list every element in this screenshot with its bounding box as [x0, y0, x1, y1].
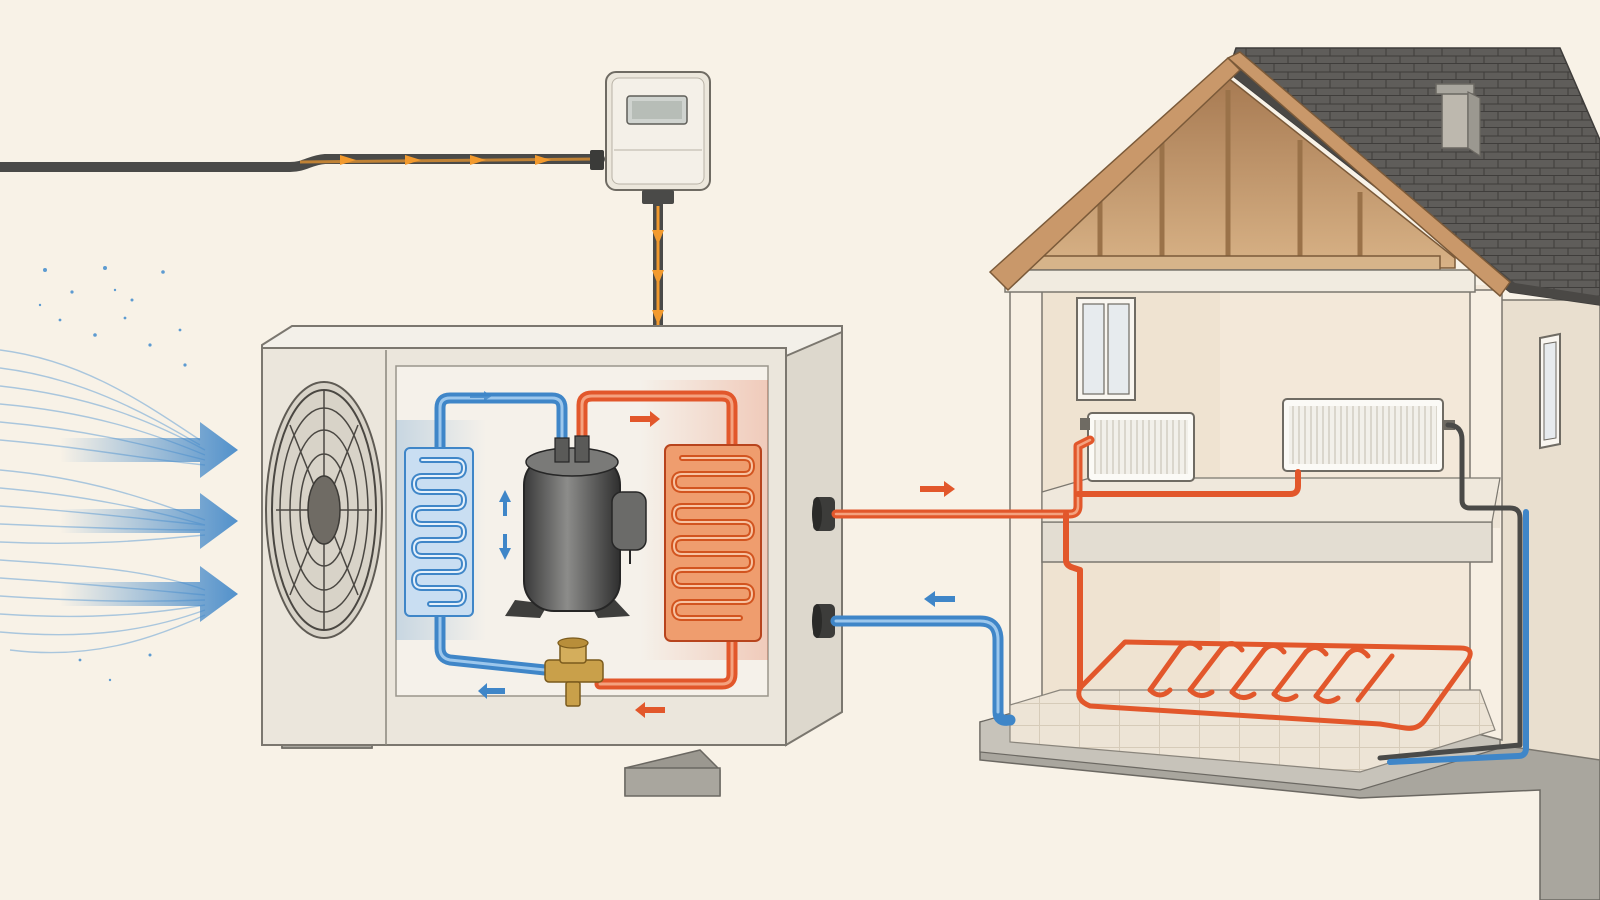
unit-right-side — [785, 330, 843, 747]
expansion-valve-icon — [544, 637, 604, 707]
upper-floor-top — [1041, 477, 1501, 523]
return-pipe-highlight — [834, 619, 1000, 714]
ceiling-edge — [1004, 269, 1476, 293]
airflow-particles — [38, 266, 187, 682]
attic-floor — [1017, 255, 1441, 271]
window-icon — [1076, 297, 1136, 401]
fascia-right — [1226, 51, 1512, 298]
compressor-icon — [505, 435, 647, 618]
fascia-left — [988, 56, 1242, 292]
electric-meter-icon — [605, 71, 711, 204]
power-flow-arrows-vertical — [652, 230, 664, 325]
radiator-icon — [1282, 398, 1455, 472]
airflow-arrow — [60, 422, 238, 478]
airflow-arrow — [60, 566, 238, 622]
house — [830, 47, 1600, 900]
power-flow-arrows — [340, 155, 551, 165]
flow-pipe-highlight — [834, 438, 1092, 516]
floor-feed — [1063, 511, 1083, 691]
evaporator-coil — [404, 447, 474, 617]
pipe-flow-arrows — [920, 481, 955, 607]
roof — [988, 47, 1600, 306]
condenser-coil — [664, 444, 762, 642]
window-icon — [1539, 332, 1561, 450]
house-pipes — [830, 422, 1529, 765]
hot-line-top-highlight — [580, 394, 734, 454]
return-pipe-vertical — [1387, 509, 1529, 765]
house-front-wall-left — [1009, 284, 1043, 713]
radiator-return — [1377, 422, 1523, 761]
radiator-icon — [1080, 412, 1195, 482]
cold-line-top-highlight — [438, 396, 564, 452]
upper-floor-edge — [1041, 521, 1493, 563]
chimney-icon — [1435, 83, 1481, 158]
refrigerant-circuit — [434, 390, 738, 690]
radiator-feed — [1075, 469, 1301, 497]
cable-gland — [590, 150, 604, 170]
hot-line-bottom-highlight — [598, 628, 734, 686]
attic-beams — [1097, 90, 1363, 262]
flow-arrows-unit — [470, 391, 665, 718]
water-connections — [812, 497, 835, 638]
outdoor-unit — [261, 325, 843, 797]
fan-icon — [265, 381, 383, 639]
cold-line-bottom-highlight — [438, 608, 547, 672]
airflow-arrow — [60, 493, 238, 549]
incoming-air-stream — [0, 266, 238, 682]
